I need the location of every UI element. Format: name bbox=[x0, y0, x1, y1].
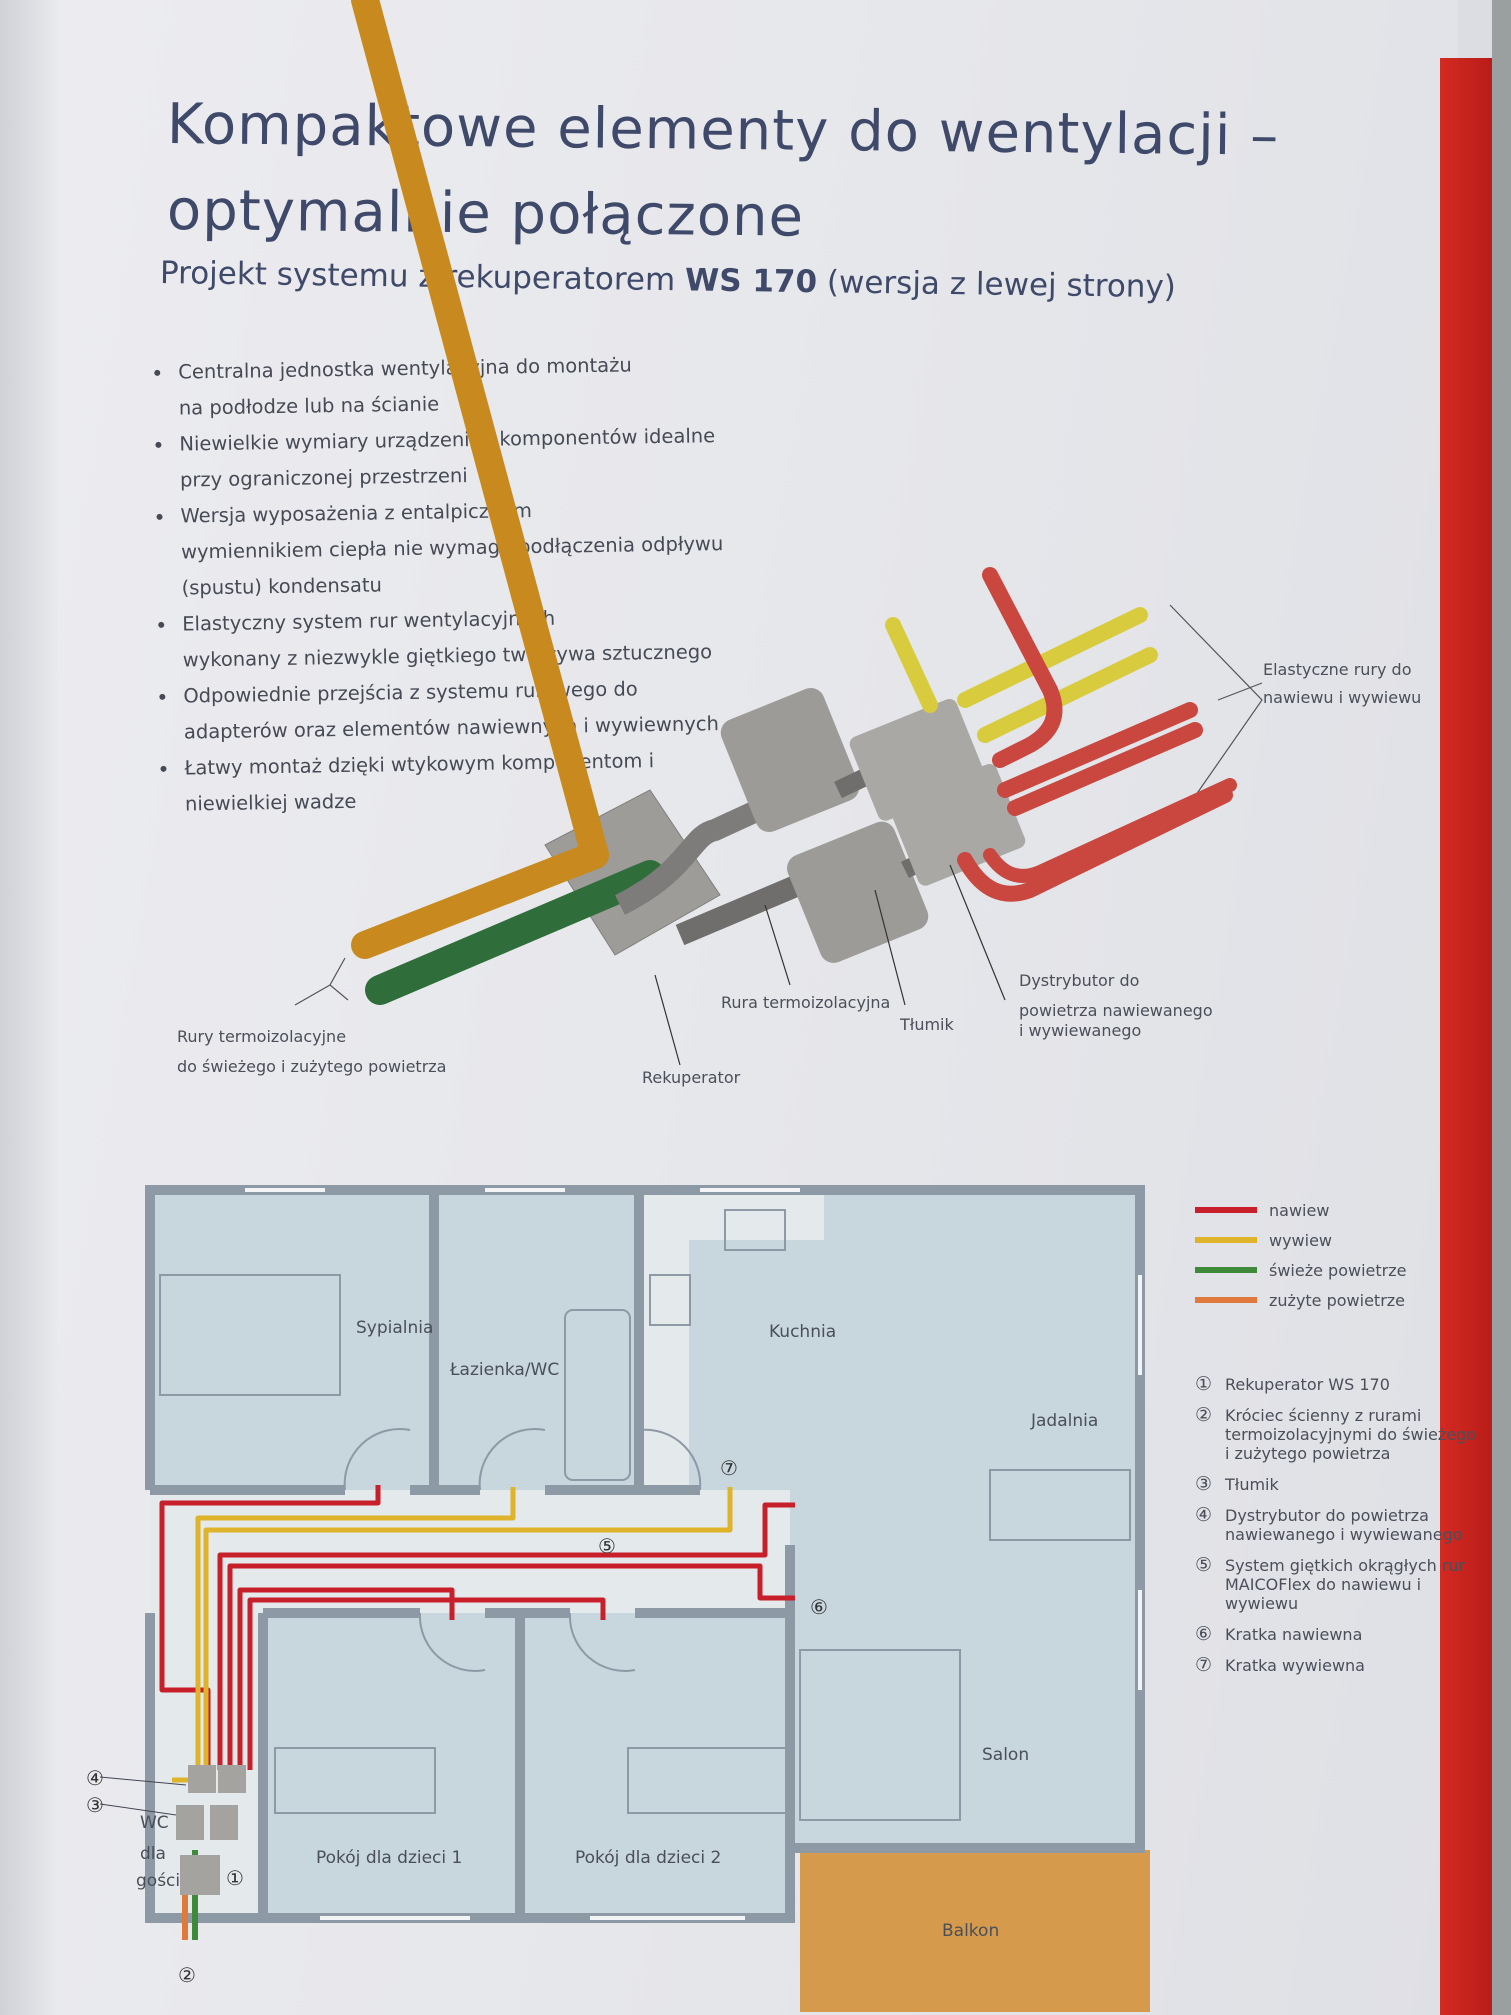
silencer bbox=[787, 821, 929, 963]
windows bbox=[245, 1188, 1142, 1920]
leader-line bbox=[1217, 682, 1263, 701]
component-item: ③ Tłumik bbox=[1195, 1473, 1485, 1495]
supply-pipe bbox=[983, 778, 1237, 883]
component-text: System giętkich okrągłych rur MAICOFlex … bbox=[1225, 1556, 1466, 1613]
room-living: Salon bbox=[982, 1745, 1029, 1765]
component-item: ② Króciec ścienny z rurami termoizolacyjn… bbox=[1195, 1404, 1485, 1464]
hallway bbox=[150, 1490, 790, 1613]
floor-plan: Sypialnia Łazienka/WC Kuchnia Jadalnia S… bbox=[86, 1185, 1150, 2012]
duct-routes bbox=[159, 1485, 795, 1940]
leader-line bbox=[949, 864, 1006, 1001]
component-number: ⑥ bbox=[1195, 1623, 1213, 1645]
legend-swatch bbox=[1195, 1297, 1257, 1303]
furniture bbox=[159, 1209, 1131, 1821]
insulated-pipe bbox=[675, 869, 815, 946]
component-number: ⑦ bbox=[1195, 1654, 1213, 1676]
label-distributor-2: powietrza nawiewanego bbox=[1019, 1001, 1213, 1020]
fresh-air-pipe bbox=[365, 860, 665, 1005]
label-insulated-pipe: Rura termoizolacyjna bbox=[721, 993, 890, 1012]
silencer bbox=[720, 687, 860, 833]
room-bathroom: Łazienka/WC bbox=[449, 1360, 559, 1380]
component-number: ③ bbox=[1195, 1473, 1213, 1495]
unit-components bbox=[176, 1765, 246, 1895]
label-elastic-pipes-2: nawiewu i wywiewu bbox=[1263, 688, 1421, 707]
component-text: Króciec ścienny z rurami termoizolacyjny… bbox=[1225, 1406, 1477, 1463]
exhaust-air-pipe bbox=[351, 0, 609, 869]
component-diagram: Elastyczne rury do nawiewu i wywiewu Rur… bbox=[177, 0, 1421, 1087]
leader-line bbox=[764, 904, 791, 986]
marker-6: ⑥ bbox=[810, 1595, 828, 1619]
legend-item: wywiew bbox=[1195, 1225, 1406, 1255]
red-accent-stripe bbox=[1440, 58, 1492, 2015]
leader-line bbox=[654, 974, 681, 1066]
label-insulated-pipes-1: Rury termoizolacyjne bbox=[177, 1027, 346, 1046]
extract-pipe bbox=[977, 647, 1158, 743]
kitchen-counter bbox=[689, 1190, 824, 1240]
room-kitchen: Kuchnia bbox=[769, 1322, 836, 1342]
legend-swatch bbox=[1195, 1237, 1257, 1243]
legend-swatch bbox=[1195, 1207, 1257, 1213]
room-kids2: Pokój dla dzieci 2 bbox=[575, 1848, 721, 1868]
legend-label: świeże powietrze bbox=[1269, 1260, 1407, 1280]
label-distributor-1: Dystrybutor do bbox=[1019, 971, 1139, 990]
component-text: Kratka wywiewna bbox=[1225, 1656, 1365, 1675]
room-balcony: Balkon bbox=[942, 1921, 999, 1941]
color-legend: nawiew wywiew świeże powietrze zużyte powie… bbox=[1195, 1195, 1406, 1315]
room-dining: Jadalnia bbox=[1030, 1411, 1098, 1431]
marker-2: ② bbox=[178, 1963, 196, 1987]
component-item: ④ Dystrybutor do powietrza nawiewanego i … bbox=[1195, 1504, 1485, 1545]
leader-line bbox=[874, 889, 906, 1006]
insulated-pipe bbox=[614, 790, 785, 915]
marker-7: ⑦ bbox=[720, 1456, 738, 1480]
component-text: Dystrybutor do powietrza nawiewanego i w… bbox=[1225, 1506, 1463, 1544]
component-text: Kratka nawiewna bbox=[1225, 1625, 1363, 1644]
label-insulated-pipes-2: do świeżego i zużytego powietrza bbox=[177, 1057, 446, 1076]
supply-pipe bbox=[1007, 722, 1203, 816]
bracket-line bbox=[329, 957, 349, 1001]
legend-label: nawiew bbox=[1269, 1200, 1330, 1220]
component-number: ⑤ bbox=[1195, 1554, 1213, 1576]
leader-line bbox=[294, 984, 331, 1006]
room-wc-1: WC bbox=[140, 1813, 169, 1833]
component-item: ① Rekuperator WS 170 bbox=[1195, 1373, 1485, 1395]
bracket-line bbox=[1169, 604, 1263, 826]
component-text: Rekuperator WS 170 bbox=[1225, 1375, 1390, 1394]
kitchen-counter bbox=[639, 1190, 689, 1490]
legend-label: wywiew bbox=[1269, 1230, 1333, 1250]
room-wc-2: dla bbox=[140, 1844, 166, 1864]
supply-pipe bbox=[997, 702, 1198, 798]
component-list: ① Rekuperator WS 170 ② Króciec ścienny z ru… bbox=[1195, 1375, 1485, 1687]
extract-pipe bbox=[885, 617, 938, 713]
background-edge bbox=[1492, 0, 1511, 2015]
component-number: ② bbox=[1195, 1404, 1213, 1426]
marker-5: ⑤ bbox=[598, 1534, 616, 1558]
supply-pipe bbox=[982, 567, 1063, 768]
component-item: ⑦ Kratka wywiewna bbox=[1195, 1654, 1485, 1676]
legend-label: zużyte powietrze bbox=[1269, 1290, 1406, 1310]
component-text: Tłumik bbox=[1225, 1475, 1279, 1494]
marker-3: ③ bbox=[86, 1793, 104, 1817]
room-bedroom: Sypialnia bbox=[356, 1318, 433, 1338]
label-distributor-3: i wywiewanego bbox=[1019, 1021, 1141, 1040]
legend-swatch bbox=[1195, 1267, 1257, 1273]
label-recuperator: Rekuperator bbox=[642, 1068, 741, 1087]
supply-pipe bbox=[957, 787, 1233, 902]
component-number: ④ bbox=[1195, 1504, 1213, 1526]
exhaust-air-pipe bbox=[351, 841, 609, 959]
component-item: ⑥ Kratka nawiewna bbox=[1195, 1623, 1485, 1645]
marker-1: ① bbox=[226, 1866, 244, 1890]
label-elastic-pipes-1: Elastyczne rury do bbox=[1263, 660, 1412, 679]
legend-item: świeże powietrze bbox=[1195, 1255, 1406, 1285]
component-item: ⑤ System giętkich okrągłych rur MAICOFlex… bbox=[1195, 1554, 1485, 1614]
legend-item: nawiew bbox=[1195, 1195, 1406, 1225]
label-silencer: Tłumik bbox=[899, 1015, 954, 1034]
marker-4: ④ bbox=[86, 1766, 104, 1790]
balcony bbox=[800, 1850, 1150, 2012]
room-wc-3: gości bbox=[136, 1871, 180, 1891]
walls bbox=[145, 1185, 1145, 1923]
room-kids1: Pokój dla dzieci 1 bbox=[316, 1848, 462, 1868]
component-number: ① bbox=[1195, 1373, 1213, 1395]
legend-item: zużyte powietrze bbox=[1195, 1285, 1406, 1315]
extract-pipe bbox=[957, 607, 1148, 708]
